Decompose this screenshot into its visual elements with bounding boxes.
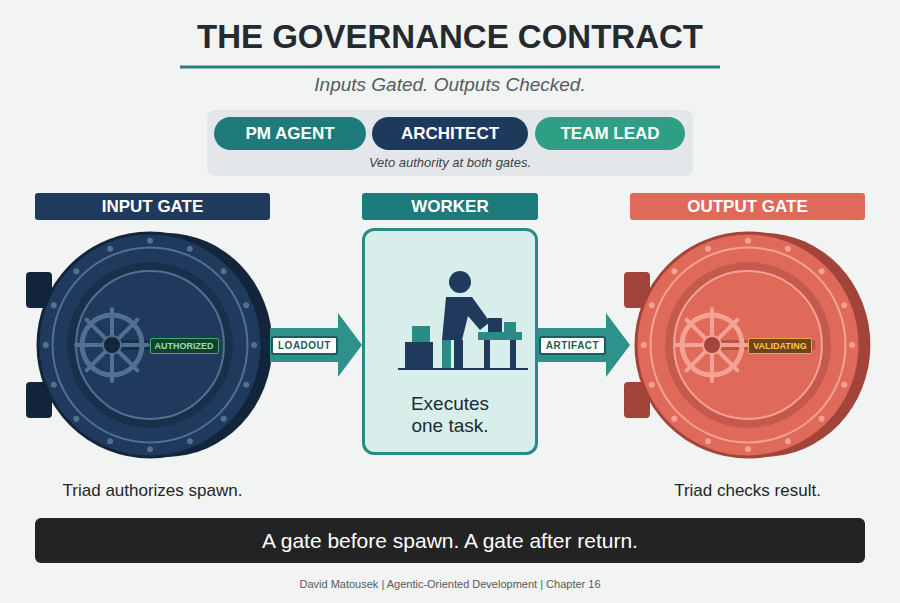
- title-underline: [180, 66, 720, 69]
- footer-credit: David Matousek | Agentic-Oriented Develo…: [0, 578, 900, 590]
- worker-task: Executes one task.: [395, 393, 505, 437]
- arrow-head: [338, 313, 362, 377]
- arrow-head: [606, 313, 630, 377]
- role-pill: ARCHITECT: [372, 117, 528, 150]
- role-pill: TEAM LEAD: [535, 117, 685, 150]
- gate-header: WORKER: [362, 193, 538, 220]
- badge-text: VALIDATING: [749, 339, 811, 353]
- gate-caption: Triad authorizes spawn.: [15, 481, 290, 501]
- gate-vault: INPUT GATETriad authorizes spawn.AUTHORI…: [35, 193, 270, 503]
- arrow-shaft: [538, 328, 607, 362]
- status-badge: AUTHORIZED: [150, 338, 219, 354]
- gate-caption: Triad checks result.: [610, 481, 885, 501]
- role-name: PM AGENT: [214, 117, 366, 150]
- subtitle: Inputs Gated. Outputs Checked.: [0, 74, 900, 96]
- arrow-label: LOADOUT: [271, 336, 338, 355]
- arrow-label: ARTIFACT: [539, 336, 606, 355]
- arrow-shaft: [270, 328, 339, 362]
- gate-header: OUTPUT GATE: [630, 193, 865, 220]
- role-panel: Veto authority at both gates. PM AGENTARC…: [207, 110, 693, 176]
- panel-note: Veto authority at both gates.: [207, 155, 693, 170]
- flow-arrow: [538, 313, 630, 377]
- status-badge: VALIDATING: [748, 338, 812, 354]
- vault-door: [624, 233, 870, 457]
- role-name: TEAM LEAD: [535, 117, 685, 150]
- worker-box: WORKER Executes one task.: [362, 193, 538, 455]
- gate-header: INPUT GATE: [35, 193, 270, 220]
- vault-door: [26, 233, 272, 457]
- badge-text: AUTHORIZED: [151, 339, 218, 353]
- role-name: ARCHITECT: [372, 117, 528, 150]
- summary-text: A gate before spawn. A gate after return…: [35, 518, 865, 563]
- summary-band: A gate before spawn. A gate after return…: [35, 518, 865, 563]
- gate-vault: OUTPUT GATETriad checks result.VALIDATIN…: [630, 193, 865, 503]
- flow-arrow: [270, 313, 362, 377]
- title: THE GOVERNANCE CONTRACT: [0, 18, 900, 56]
- role-pill: PM AGENT: [214, 117, 366, 150]
